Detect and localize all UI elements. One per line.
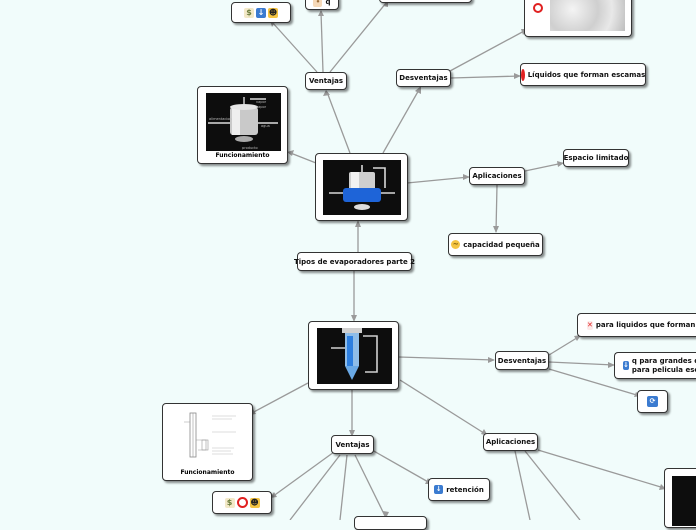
evaporator-drawing-bottom: [317, 328, 392, 384]
aplicaciones-node-top[interactable]: Aplicaciones: [469, 167, 525, 185]
refresh-node[interactable]: ⟳: [637, 390, 668, 413]
q-grandes-label-1: q para grandes d: [631, 356, 696, 365]
q-grandes-node[interactable]: ↓ q para grandes d para pelicula esc: [614, 352, 696, 379]
espacio-limitado-label: Espacio limitado: [563, 154, 629, 162]
money-bag-icon: $: [244, 7, 254, 18]
liquidos-escamas-label-bottom: para liquidos que forman escamas: [595, 321, 696, 329]
down-arrow-icon-bottom: ↓: [623, 361, 629, 370]
prohibited-icon: [520, 68, 525, 81]
image-label-alimentacion: alimentacion: [209, 117, 232, 121]
partial-image-node-bottom[interactable]: [664, 468, 696, 528]
evaporator-image-bottom[interactable]: [308, 321, 399, 390]
aplicaciones-node-bottom[interactable]: Aplicaciones: [483, 433, 538, 451]
down-arrow-icon: ↓: [256, 7, 266, 18]
desventajas-node-bottom[interactable]: Desventajas: [495, 351, 549, 370]
espacio-limitado-node[interactable]: Espacio limitado: [563, 149, 629, 167]
sunglasses-icon: ☻: [268, 7, 278, 18]
q-label-top: q: [325, 0, 331, 6]
capacidad-pequena-label: capacidad pequeña: [463, 240, 540, 249]
aplicaciones-label-top: Aplicaciones: [472, 172, 522, 180]
title-node[interactable]: Tipos de evaporadores parte 2: [293, 252, 416, 271]
liquidos-escamas-label-top: Líquidos que forman escamas: [527, 70, 646, 79]
desventajas-node-top[interactable]: Desventajas: [396, 69, 451, 87]
funcionamiento-caption-top: Funcionamiento: [215, 152, 270, 159]
title-label: Tipos de evaporadores parte 2: [293, 257, 416, 266]
face-icon: •: [313, 0, 323, 7]
down-arrow-icon-retencion: ↓: [434, 485, 444, 494]
cross-icon: ✕: [587, 320, 593, 330]
icon-group-top[interactable]: $ ↓ ☻: [231, 2, 291, 23]
escamas-image-node[interactable]: [524, 0, 632, 37]
retencion-node[interactable]: ↓ retención: [428, 478, 490, 501]
refresh-icon: ⟳: [647, 396, 658, 407]
desventajas-label-top: Desventajas: [399, 74, 448, 82]
q-node-top[interactable]: • q: [305, 0, 339, 10]
sunglasses-icon-bottom: ☻: [249, 497, 260, 508]
prohibited-icon-bottom: [236, 497, 248, 508]
prohibited-icon-image: [533, 3, 543, 13]
retencion-label: retención: [446, 485, 484, 494]
funcionamiento-node-bottom[interactable]: Funcionamiento: [162, 403, 253, 481]
aplicaciones-label-bottom: Aplicaciones: [485, 438, 536, 446]
image-label-vapor-2: vapor: [256, 105, 267, 109]
capacidad-pequena-node[interactable]: ~ capacidad pequeña: [448, 233, 543, 256]
ventajas-node-top[interactable]: Ventajas: [305, 72, 347, 90]
partial-node-top[interactable]: [379, 0, 472, 3]
evaporator-drawing-top: [323, 160, 401, 215]
image-label-vapor-1: vapor: [256, 100, 267, 104]
ventajas-node-bottom[interactable]: Ventajas: [331, 435, 374, 454]
funcionamiento-caption-bottom: Funcionamiento: [180, 469, 235, 476]
liquidos-escamas-node-bottom[interactable]: ✕ para liquidos que forman escamas: [577, 313, 696, 337]
liquidos-escamas-node-top[interactable]: Líquidos que forman escamas: [520, 63, 646, 86]
desventajas-label-bottom: Desventajas: [497, 356, 547, 365]
funcionamiento-drawing-top: vapor vapor alimentacion agua producto: [206, 93, 281, 151]
image-label-agua: agua: [261, 124, 270, 128]
funcionamiento-drawing-bottom: [176, 410, 241, 462]
evaporator-image-top[interactable]: [315, 153, 408, 221]
scale-photo: [550, 0, 625, 31]
ventajas-label-top: Ventajas: [308, 77, 344, 85]
q-grandes-label-2: para pelicula esc: [631, 365, 696, 374]
partial-node-bottom[interactable]: [354, 516, 427, 530]
money-bag-icon-bottom: $: [224, 497, 235, 508]
image-label-producto: producto: [242, 146, 258, 150]
ventajas-label-bottom: Ventajas: [335, 440, 370, 449]
icon-group-bottom[interactable]: $ ☻: [212, 491, 272, 514]
funcionamiento-node-top[interactable]: vapor vapor alimentacion agua producto F…: [197, 86, 288, 164]
sleepy-face-icon: ~: [451, 240, 461, 249]
